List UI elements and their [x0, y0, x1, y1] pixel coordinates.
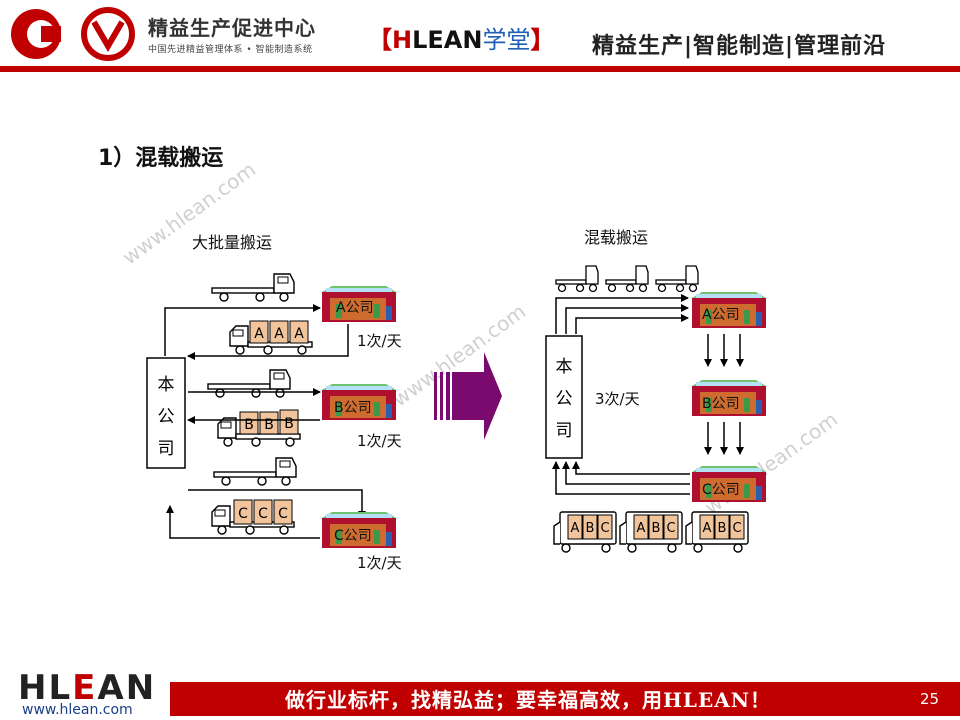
footer-url-link[interactable]: www.hlean.com: [22, 702, 133, 718]
academy-title: 【HLEAN学堂】: [368, 20, 554, 55]
footer-logo-an: AN: [97, 668, 157, 708]
right-company-a: A公司: [702, 307, 740, 323]
section-title: 1）混载搬运: [98, 146, 224, 171]
tractor-icon: [605, 265, 649, 293]
frequency-label: 1次/天: [357, 332, 402, 350]
box-label: B: [284, 416, 294, 432]
academy-bracket-open: 【: [368, 26, 392, 54]
footer-logo-h: H: [18, 668, 49, 708]
box-label: B: [586, 521, 595, 536]
header-tagline: 精益生产|智能制造|管理前沿: [592, 34, 887, 59]
box-label: C: [600, 521, 609, 536]
academy-xuetang: 学堂: [482, 26, 531, 54]
footer-logo-e: E: [72, 668, 98, 708]
box-label: B: [244, 417, 254, 433]
route-line: [555, 294, 689, 334]
box-label: B: [264, 417, 274, 433]
left-hq-char-3: 司: [158, 439, 175, 459]
hlean-logo-icon: [11, 7, 135, 61]
transform-arrow-icon: [434, 352, 502, 440]
empty-truck: [211, 273, 295, 302]
box-label: B: [718, 521, 727, 536]
route-line: [565, 304, 689, 334]
left-hq-box: [146, 357, 186, 469]
tractor-icon: [655, 265, 699, 293]
route-line: [187, 324, 349, 360]
right-diagram: 混载搬运 本 公 司 3次/天 A公司 B公司 C公司: [545, 228, 766, 553]
left-diagram-title: 大批量搬运: [192, 233, 272, 252]
brand-subtitle: 中国先进精益管理体系 • 智能制造系统: [148, 45, 313, 55]
left-company-c: C公司: [334, 528, 372, 544]
right-hq-char-3: 司: [556, 421, 573, 441]
right-company-b: B公司: [702, 396, 740, 412]
box-label: A: [274, 326, 284, 342]
footer-logo-l: L: [48, 668, 73, 708]
box-label: C: [732, 521, 741, 536]
route-line: [188, 489, 366, 519]
box-label: B: [652, 521, 661, 536]
route-line: [572, 461, 690, 475]
empty-truck: [213, 457, 297, 486]
right-hq-char-1: 本: [556, 357, 573, 377]
header: 精益生产促进中心 中国先进精益管理体系 • 智能制造系统 【HLEAN学堂】 精…: [0, 0, 960, 74]
page-number: 25: [920, 690, 940, 708]
route-line: [164, 304, 321, 356]
footer-logo: HLEAN: [18, 668, 156, 708]
box-label: A: [571, 521, 580, 536]
box-label: C: [238, 506, 248, 522]
route-line: [552, 461, 690, 495]
right-frequency-label: 3次/天: [595, 390, 640, 408]
frequency-label: 1次/天: [357, 432, 402, 450]
header-divider: [0, 66, 960, 72]
left-hq-char-1: 本: [158, 375, 175, 395]
academy-h: H: [392, 26, 413, 54]
academy-lean: LEAN: [412, 26, 483, 54]
left-company-a: A公司: [336, 300, 374, 316]
route-line: [562, 461, 690, 485]
left-hq-char-2: 公: [158, 407, 175, 427]
frequency-label: 1次/天: [357, 554, 402, 572]
right-hq-box: [545, 335, 583, 459]
box-label: A: [637, 521, 646, 536]
right-company-c: C公司: [702, 482, 740, 498]
box-label: C: [666, 521, 675, 536]
box-label: A: [294, 326, 304, 342]
right-diagram-title: 混载搬运: [584, 228, 648, 247]
academy-bracket-close: 】: [530, 26, 555, 54]
footer-slogan: 做行业标杆，找精弘益；要幸福高效，用HLEAN！: [285, 688, 772, 712]
route-line: [575, 314, 689, 334]
box-label: A: [703, 521, 712, 536]
box-label: A: [254, 326, 264, 342]
footer-bar: [170, 682, 960, 716]
box-label: C: [258, 506, 268, 522]
empty-truck: [207, 369, 291, 398]
box-label: C: [278, 506, 288, 522]
right-hq-char-2: 公: [556, 389, 573, 409]
left-company-b: B公司: [334, 400, 372, 416]
brand-name: 精益生产促进中心: [148, 16, 316, 40]
tractor-icon: [555, 265, 599, 293]
route-line: [166, 505, 320, 539]
left-diagram: 大批量搬运 本 公 司 A公司 A A A 1次/天 B公司 B B B 1次/…: [146, 233, 402, 572]
